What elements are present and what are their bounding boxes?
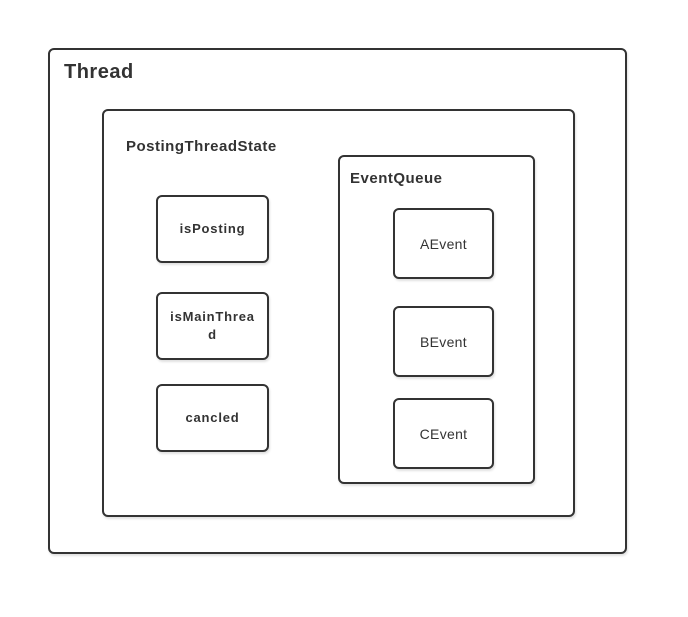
state-box-cancled-label: cancled <box>185 410 240 426</box>
state-box-ismainthread: isMainThread <box>156 292 269 360</box>
state-box-ismainthread-label: isMainThread <box>170 309 255 342</box>
posting-thread-state-box: PostingThreadState isPosting isMainThrea… <box>102 109 575 517</box>
event-box-cevent: CEvent <box>393 398 494 469</box>
state-box-isposting-label: isPosting <box>179 221 246 237</box>
event-box-bevent: BEvent <box>393 306 494 377</box>
event-box-cevent-label: CEvent <box>419 425 468 442</box>
posting-thread-state-label: PostingThreadState <box>126 138 277 155</box>
state-box-isposting: isPosting <box>156 195 269 263</box>
event-queue-box: EventQueue AEvent BEvent CEvent <box>338 155 535 484</box>
event-box-aevent: AEvent <box>393 208 494 279</box>
state-box-cancled: cancled <box>156 384 269 452</box>
thread-label: Thread <box>64 61 134 83</box>
thread-box: Thread PostingThreadState isPosting isMa… <box>48 48 627 554</box>
event-queue-label: EventQueue <box>350 170 443 187</box>
event-box-bevent-label: BEvent <box>420 333 467 350</box>
event-box-aevent-label: AEvent <box>420 235 467 252</box>
